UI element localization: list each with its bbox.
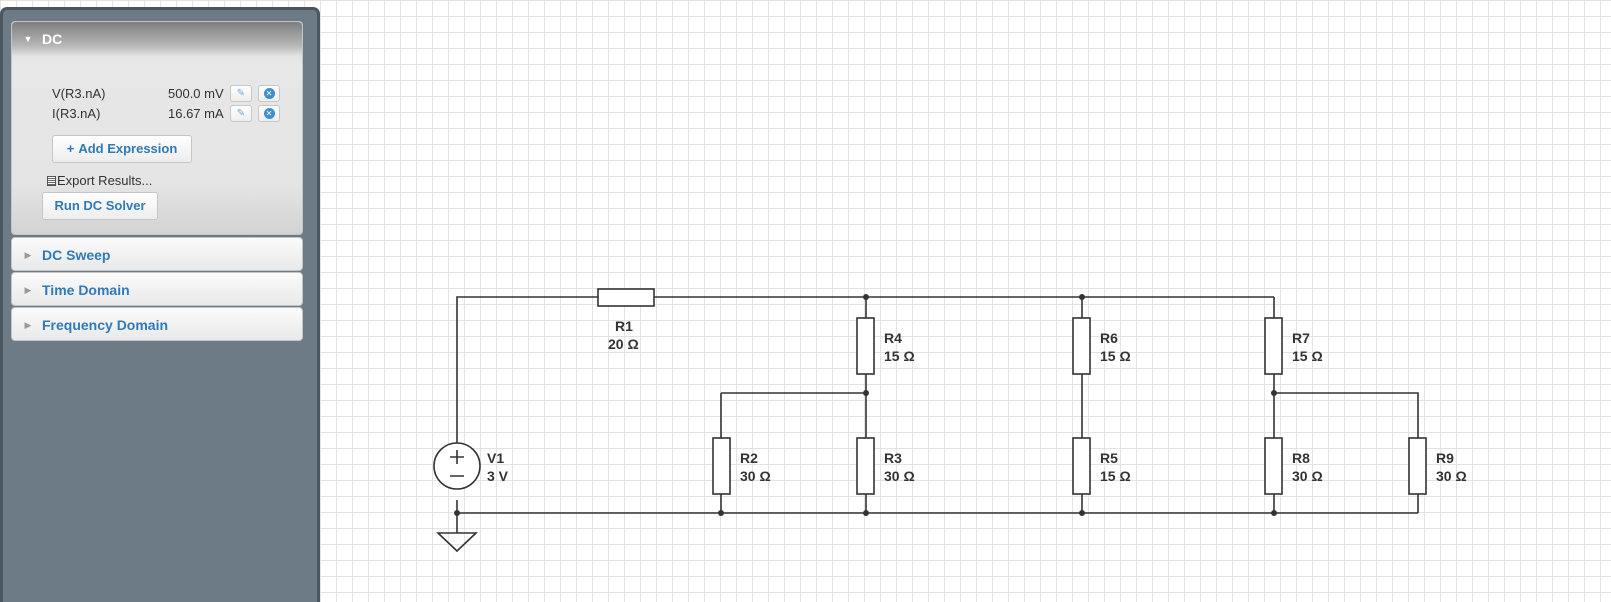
dc-panel-header[interactable]: ▼ DC — [12, 22, 302, 56]
component-value: 20 Ω — [608, 336, 639, 352]
expression-row: I(R3.nA) 16.67 mA ✎ ✕ — [52, 105, 302, 123]
close-icon: ✕ — [263, 108, 275, 119]
junction-node — [863, 510, 869, 516]
junction-node — [1079, 294, 1085, 300]
pencil-icon: ✎ — [236, 108, 246, 119]
plus-icon: + — [66, 141, 75, 156]
resistor-r7[interactable]: R7 15 Ω — [1264, 317, 1323, 375]
component-value: 15 Ω — [1292, 348, 1323, 364]
junction-nodes — [454, 294, 1277, 516]
component-name: R8 — [1292, 450, 1310, 466]
junction-node — [863, 294, 869, 300]
time-domain-panel[interactable]: ▶ Time Domain — [11, 272, 303, 306]
component-name: R7 — [1292, 330, 1310, 346]
dc-panel-title: DC — [42, 31, 63, 47]
expression-value: 500.0 mV — [168, 86, 224, 101]
component-value: 30 Ω — [1436, 468, 1467, 484]
caret-right-icon: ▶ — [24, 250, 32, 260]
document-icon — [47, 176, 56, 186]
junction-node — [454, 510, 460, 516]
frequency-domain-panel[interactable]: ▶ Frequency Domain — [11, 307, 303, 341]
time-domain-panel-header[interactable]: ▶ Time Domain — [12, 273, 302, 307]
remove-expression-button[interactable]: ✕ — [258, 105, 280, 122]
resistor-r3[interactable]: R3 30 Ω — [856, 437, 915, 495]
component-value: 30 Ω — [1292, 468, 1323, 484]
frequency-domain-panel-header[interactable]: ▶ Frequency Domain — [12, 308, 302, 342]
component-name: R1 — [615, 318, 633, 334]
voltage-source-v1[interactable]: V1 3 V — [433, 442, 509, 490]
resistor-r5[interactable]: R5 15 Ω — [1072, 437, 1131, 495]
component-name: R3 — [884, 450, 902, 466]
component-name: R5 — [1100, 450, 1118, 466]
component-value: 30 Ω — [740, 468, 771, 484]
junction-node — [863, 390, 869, 396]
caret-right-icon: ▶ — [24, 285, 32, 295]
component-name: R4 — [884, 330, 902, 346]
caret-down-icon: ▼ — [23, 34, 33, 44]
junction-node — [1271, 390, 1277, 396]
edit-expression-button[interactable]: ✎ — [230, 85, 252, 102]
dc-panel: ▼ DC V(R3.nA) 500.0 mV ✎ ✕ I(R3.nA) 16.6… — [11, 21, 303, 235]
dc-sweep-panel-title: DC Sweep — [42, 247, 111, 263]
export-results-link[interactable]: Export Results... — [47, 173, 152, 189]
component-value: 3 V — [487, 468, 509, 484]
resistor-r2[interactable]: R2 30 Ω — [712, 437, 771, 495]
expression-row: V(R3.nA) 500.0 mV ✎ ✕ — [52, 85, 302, 103]
edit-expression-button[interactable]: ✎ — [230, 105, 252, 122]
component-name: R9 — [1436, 450, 1454, 466]
ground-icon — [435, 532, 479, 553]
add-expression-button[interactable]: +Add Expression — [52, 135, 192, 163]
caret-right-icon: ▶ — [24, 320, 32, 330]
component-value: 15 Ω — [1100, 348, 1131, 364]
resistor-r6[interactable]: R6 15 Ω — [1072, 317, 1131, 375]
resistor-r8[interactable]: R8 30 Ω — [1264, 437, 1323, 495]
analysis-sidebar: ▼ DC V(R3.nA) 500.0 mV ✎ ✕ I(R3.nA) 16.6… — [0, 7, 320, 602]
junction-node — [1271, 510, 1277, 516]
component-name: V1 — [487, 450, 504, 466]
junction-node — [718, 510, 724, 516]
component-name: R6 — [1100, 330, 1118, 346]
add-expression-label: Add Expression — [78, 141, 178, 156]
component-value: 15 Ω — [884, 348, 915, 364]
remove-expression-button[interactable]: ✕ — [258, 85, 280, 102]
run-dc-solver-button[interactable]: Run DC Solver — [42, 192, 158, 220]
resistor-r1[interactable]: R1 20 Ω — [597, 288, 655, 352]
export-results-label: Export Results... — [57, 173, 153, 188]
time-domain-panel-title: Time Domain — [42, 282, 130, 298]
wires — [456, 296, 1419, 533]
dc-sweep-panel-header[interactable]: ▶ DC Sweep — [12, 238, 302, 272]
pencil-icon: ✎ — [236, 88, 246, 99]
expression-name: I(R3.nA) — [52, 106, 101, 121]
component-name: R2 — [740, 450, 758, 466]
component-value: 15 Ω — [1100, 468, 1131, 484]
dc-sweep-panel[interactable]: ▶ DC Sweep — [11, 237, 303, 271]
component-value: 30 Ω — [884, 468, 915, 484]
frequency-domain-panel-title: Frequency Domain — [42, 317, 169, 333]
expression-name: V(R3.nA) — [52, 86, 106, 101]
resistor-r4[interactable]: R4 15 Ω — [856, 317, 915, 375]
junction-node — [1079, 510, 1085, 516]
resistor-r9[interactable]: R9 30 Ω — [1408, 437, 1467, 495]
close-icon: ✕ — [263, 88, 275, 99]
expression-value: 16.67 mA — [168, 106, 224, 121]
